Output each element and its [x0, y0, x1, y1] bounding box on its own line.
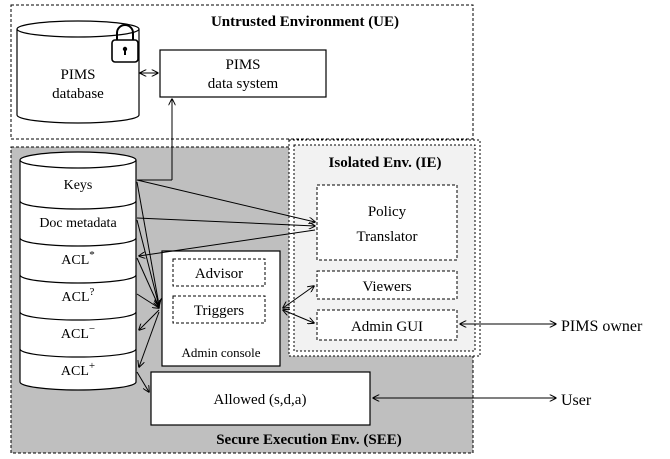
allowed-label: Allowed (s,d,a): [214, 392, 307, 408]
triggers-to-aclminus-arrow: [139, 309, 160, 330]
pims-database: PIMS database: [16, 20, 140, 124]
viewers-box: [316, 270, 458, 300]
pims-database-label-1: PIMS: [60, 67, 95, 83]
docmeta-to-triggers-arrow: [136, 219, 159, 306]
ue-title: Untrusted Environment (UE): [211, 14, 399, 30]
triggers-label: Triggers: [194, 303, 244, 319]
policy-translator-label-2: Translator: [356, 229, 417, 245]
keys-label: Keys: [64, 178, 93, 193]
see-title: Secure Execution Env. (SEE): [216, 432, 402, 448]
policy-translator-label-1: Policy: [368, 204, 407, 220]
advisor-box: [172, 258, 266, 287]
viewers-label: Viewers: [362, 279, 411, 295]
ie-title: Isolated Env. (IE): [329, 155, 442, 171]
acl-minus-label: ACL−: [61, 323, 95, 342]
user-label: User: [561, 392, 592, 409]
triggers-viewers-arrow: [283, 286, 314, 308]
allowed-box: [150, 371, 371, 426]
admin-gui-label: Admin GUI: [351, 319, 423, 335]
pims-data-system-label-1: PIMS: [225, 57, 260, 73]
acl-question-label: ACL?: [62, 286, 95, 305]
pims-database-label-2: database: [52, 86, 104, 102]
policy-translator-box: [316, 184, 458, 261]
advisor-label: Advisor: [195, 266, 243, 282]
translator-to-aclstar-arrow: [139, 229, 316, 256]
admin-gui-box: [316, 309, 458, 341]
aclq-to-triggers-arrow: [136, 293, 159, 308]
keys-to-triggers-arrow: [136, 181, 159, 305]
triggers-to-aclplus-arrow: [139, 311, 160, 367]
pims-data-system-box: [159, 49, 327, 98]
triggers-box: [172, 295, 266, 324]
doc-metadata-label: Doc metadata: [39, 216, 117, 231]
aclplus-to-allowed-arrow: [136, 371, 149, 392]
pims-owner-label: PIMS owner: [561, 318, 643, 335]
docmeta-to-translator-arrow: [136, 217, 315, 226]
keys-to-translator-arrow: [136, 179, 315, 222]
admin-console-label: Admin console: [181, 345, 260, 360]
triggers-admingui-arrow: [283, 310, 314, 323]
acl-plus-label: ACL+: [61, 360, 95, 379]
lock-icon: [111, 24, 139, 63]
acl-star-label: ACL*: [61, 249, 95, 268]
aclstar-to-triggers-arrow: [136, 257, 159, 307]
secure-storage-stack: [19, 151, 137, 391]
pims-data-system-label-2: data system: [208, 76, 279, 92]
